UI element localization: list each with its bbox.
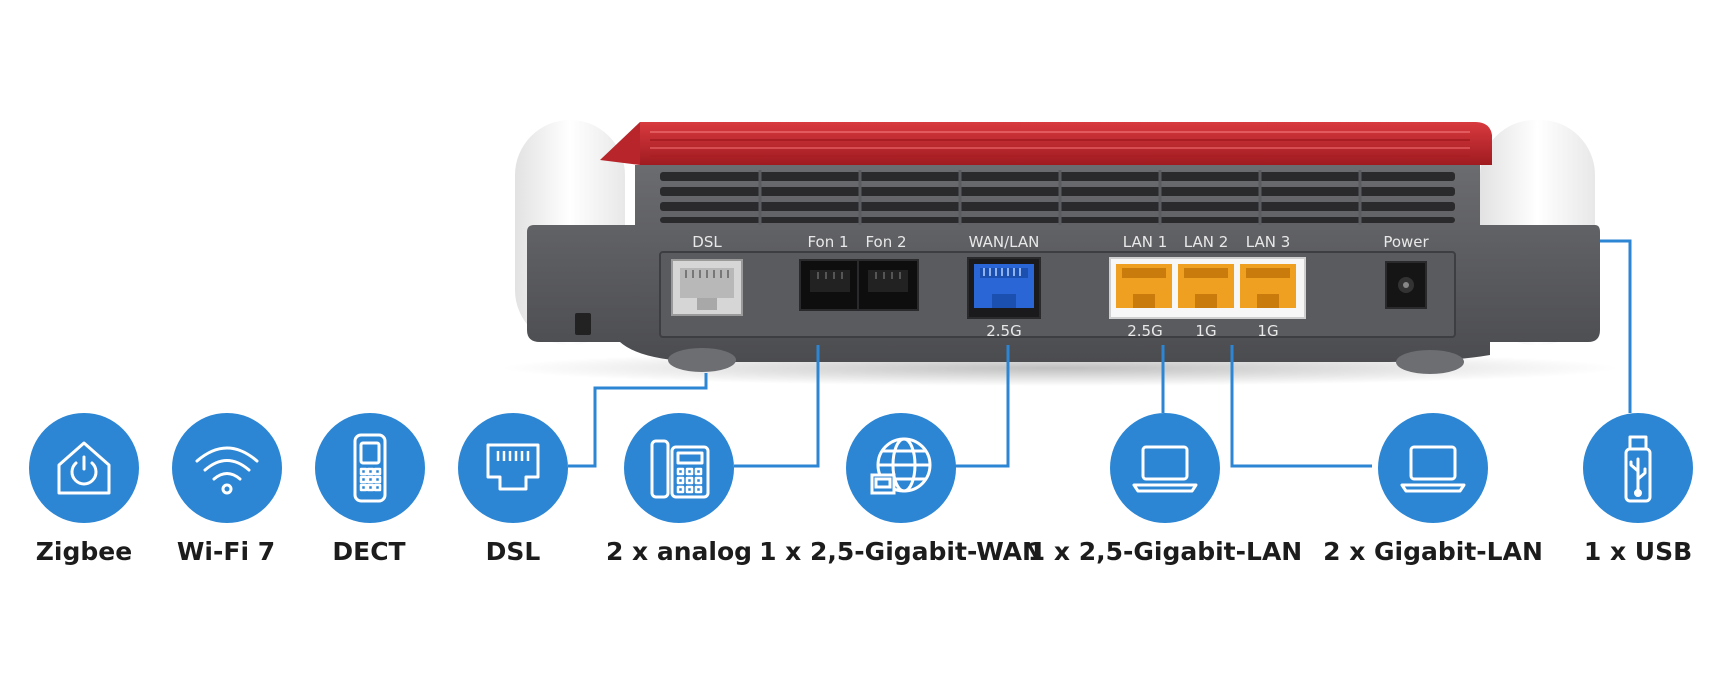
feature-label-dsl: DSL — [485, 537, 541, 566]
feature-label-zigbee: Zigbee — [35, 537, 133, 566]
port-label-fon2: Fon 2 — [865, 233, 906, 251]
feature-label-wan: 1 x 2,5-Gigabit-WAN — [759, 537, 1043, 566]
dsl-port-icon — [458, 413, 568, 523]
speed-label-wan: 2.5G — [986, 322, 1021, 340]
port-label-lan3: LAN 3 — [1246, 233, 1291, 251]
port-label-fon1: Fon 1 — [807, 233, 848, 251]
feature-label-usb: 1 x USB — [1583, 537, 1693, 566]
speed-label-lan3: 1G — [1257, 322, 1278, 340]
laptop-icon-2 — [1378, 413, 1488, 523]
lan-ports — [1109, 257, 1306, 319]
speed-label-lan2: 1G — [1195, 322, 1216, 340]
usb-stick-icon — [1583, 413, 1693, 523]
globe-wan-icon — [846, 413, 956, 523]
wifi-icon — [172, 413, 282, 523]
router-red-top — [640, 122, 1492, 165]
fon1-port — [799, 259, 861, 311]
connector-lines — [568, 239, 1632, 468]
feature-label-wifi: Wi-Fi 7 — [176, 537, 276, 566]
lan3-port — [1240, 264, 1296, 308]
lan1-port — [1116, 264, 1172, 308]
feature-label-lan-25: 1 x 2,5-Gigabit-LAN — [1027, 537, 1303, 566]
port-label-wan-lan: WAN/LAN — [969, 233, 1040, 251]
dect-phone-icon — [315, 413, 425, 523]
port-panel — [659, 251, 1456, 338]
port-label-lan1: LAN 1 — [1123, 233, 1168, 251]
port-label-lan2: LAN 2 — [1184, 233, 1229, 251]
lan2-port — [1178, 264, 1234, 308]
feature-label-dect: DECT — [332, 537, 406, 566]
speed-label-lan1: 2.5G — [1127, 322, 1162, 340]
wan-port — [967, 257, 1041, 319]
dsl-port — [671, 259, 743, 316]
fon2-port — [857, 259, 919, 311]
port-label-power: Power — [1383, 233, 1429, 251]
power-jack — [1385, 261, 1427, 309]
zigbee-home-power-icon — [29, 413, 139, 523]
feature-label-lan-gigabit: 2 x Gigabit-LAN — [1323, 537, 1543, 566]
analog-phone-icon — [624, 413, 734, 523]
port-label-dsl: DSL — [692, 233, 722, 251]
feature-label-analog: 2 x analog — [605, 537, 753, 566]
laptop-icon-1 — [1110, 413, 1220, 523]
